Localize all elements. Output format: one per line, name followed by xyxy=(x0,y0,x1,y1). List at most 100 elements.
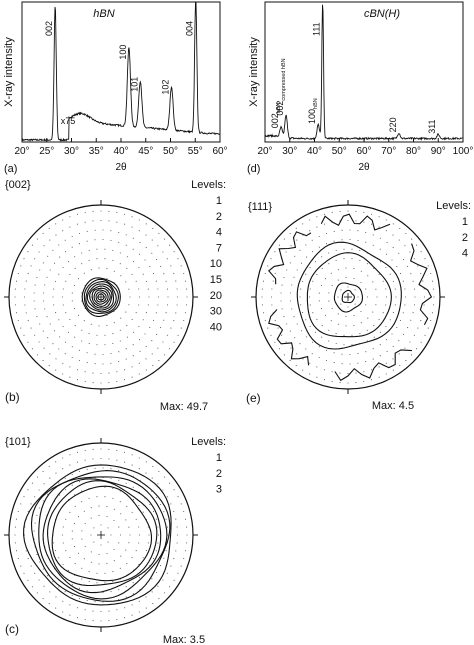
grid-dot xyxy=(138,230,140,232)
grid-dot xyxy=(96,582,98,584)
grid-dot xyxy=(88,497,90,499)
grid-dot xyxy=(309,230,311,232)
grid-dot xyxy=(160,265,162,267)
grid-dot xyxy=(372,234,374,236)
grid-dot xyxy=(148,296,150,298)
grid-dot xyxy=(30,565,32,567)
grid-dot xyxy=(78,587,81,589)
grid-dot xyxy=(420,320,422,322)
grid-dot xyxy=(341,229,343,231)
grid-dot xyxy=(102,238,104,241)
grid-dot xyxy=(398,353,400,355)
grid-dot xyxy=(416,244,418,246)
grid-dot xyxy=(274,251,276,253)
grid-dot xyxy=(431,312,434,314)
grid-dot xyxy=(163,319,165,321)
contour-line xyxy=(51,485,153,582)
grid-dot xyxy=(155,518,157,520)
panel-label-d: (d) xyxy=(247,163,260,175)
grid-dot xyxy=(166,258,168,260)
grid-dot xyxy=(47,255,49,257)
grid-dot xyxy=(410,319,412,321)
grid-dot xyxy=(427,265,429,267)
grid-dot xyxy=(366,296,369,298)
peak-label: 100hBN xyxy=(307,98,319,124)
grid-dot xyxy=(302,223,304,225)
grid-dot xyxy=(331,307,333,310)
grid-dot xyxy=(112,259,114,261)
grid-dot xyxy=(351,258,353,260)
contour-line xyxy=(30,470,171,602)
grid-dot xyxy=(128,288,130,290)
grid-dot xyxy=(135,550,137,552)
grid-dot xyxy=(345,277,347,279)
grid-dot xyxy=(135,312,137,314)
grid-dot xyxy=(98,267,100,269)
grid-dot xyxy=(102,591,104,594)
grid-dot xyxy=(69,557,71,559)
grid-dot xyxy=(423,304,425,306)
contour-level-label: 2 xyxy=(216,211,222,223)
grid-dot xyxy=(152,227,154,229)
grid-dot xyxy=(318,246,320,248)
grid-dot xyxy=(347,286,349,288)
grid-dot xyxy=(110,239,112,241)
grid-dot xyxy=(286,269,288,271)
grid-dot xyxy=(330,320,332,322)
grid-dot xyxy=(164,238,166,240)
grid-dot xyxy=(120,555,122,557)
grid-dot xyxy=(309,288,311,290)
grid-dot xyxy=(158,470,160,472)
grid-dot xyxy=(118,599,120,601)
grid-dot xyxy=(166,334,168,336)
grid-dot xyxy=(173,341,175,343)
grid-dot xyxy=(112,487,114,490)
grid-dot xyxy=(110,468,112,470)
grid-dot xyxy=(92,382,94,384)
grid-dot xyxy=(409,251,411,253)
grid-dot xyxy=(365,304,367,306)
grid-dot xyxy=(365,351,367,353)
grid-dot xyxy=(55,596,57,598)
grid-dot xyxy=(176,534,179,536)
contour-level-label: 1 xyxy=(216,452,222,464)
grid-dot xyxy=(183,319,185,322)
grid-dot xyxy=(107,289,109,291)
grid-dot xyxy=(351,248,353,250)
grid-dot xyxy=(375,304,377,306)
grid-dot xyxy=(156,259,158,261)
grid-dot xyxy=(98,505,100,507)
grid-dot xyxy=(113,270,115,272)
grid-dot xyxy=(299,296,301,298)
contour-line xyxy=(320,213,391,231)
grid-dot xyxy=(372,311,374,313)
grid-dot xyxy=(132,237,134,239)
grid-dot xyxy=(34,522,36,524)
grid-dot xyxy=(152,365,154,367)
grid-dot xyxy=(360,281,362,284)
grid-dot xyxy=(392,280,394,282)
grid-dot xyxy=(58,557,60,559)
grid-dot xyxy=(98,553,100,555)
grid-dot xyxy=(305,319,307,321)
grid-dot xyxy=(157,534,160,536)
contour-level-label: 1 xyxy=(216,195,222,207)
grid-dot xyxy=(411,238,413,240)
grid-dot xyxy=(77,516,80,518)
grid-dot xyxy=(324,314,327,316)
grid-dot xyxy=(281,308,283,310)
grid-dot xyxy=(84,545,86,548)
annotation-x75: x75 xyxy=(61,116,76,126)
grid-dot xyxy=(93,541,95,543)
grid-dot xyxy=(169,482,171,484)
grid-dot xyxy=(76,379,79,381)
grid-dot xyxy=(62,373,64,375)
grid-dot xyxy=(42,232,44,234)
grid-dot xyxy=(125,586,127,588)
grid-dot xyxy=(349,353,351,356)
grid-dot xyxy=(55,369,57,371)
grid-dot xyxy=(152,511,155,513)
grid-dot xyxy=(128,304,130,306)
